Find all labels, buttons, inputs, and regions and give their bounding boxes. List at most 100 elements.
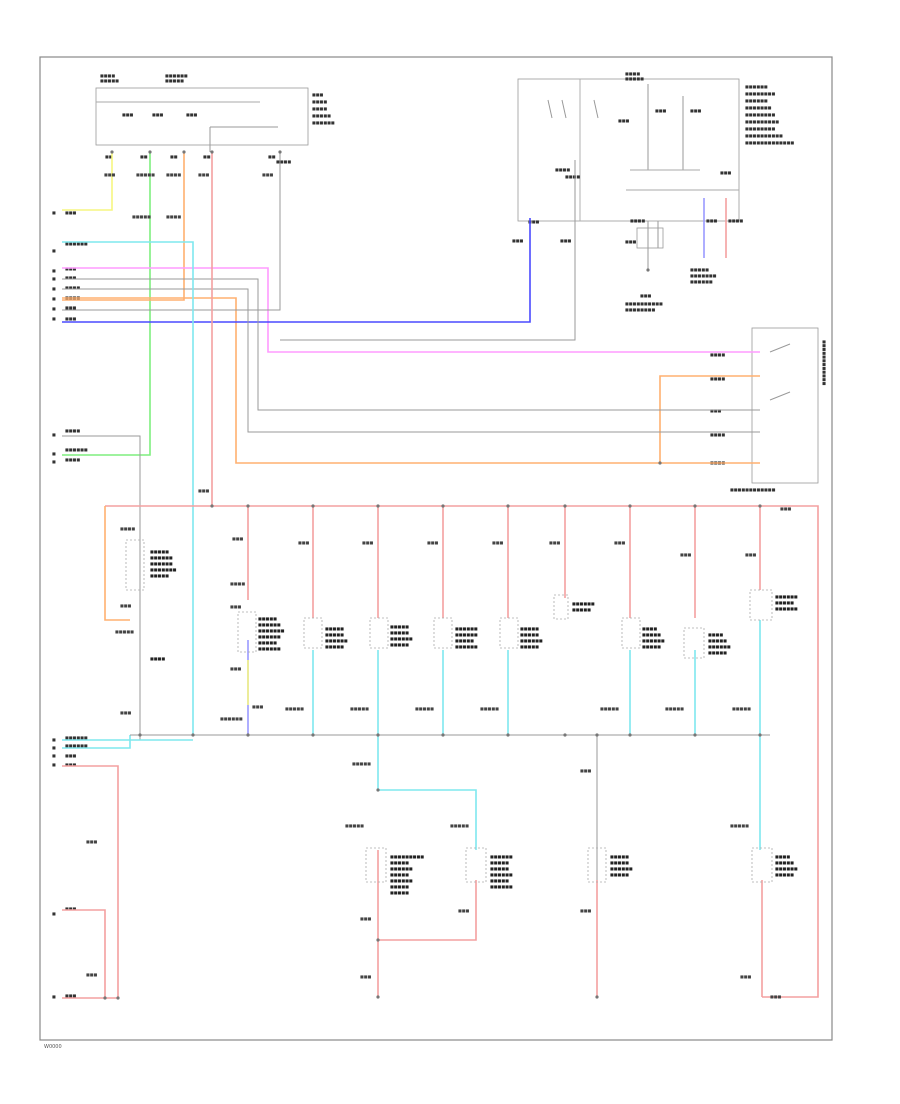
svg-text:■■■■: ■■■■ [65,457,80,462]
svg-text:■■■■■■■■■■■■: ■■■■■■■■■■■■ [730,487,776,492]
svg-text:■■■■: ■■■■ [166,214,181,219]
svg-text:■■■: ■■■ [65,906,77,911]
svg-text:■■■: ■■■ [65,305,77,310]
svg-text:■■■: ■■■ [549,540,561,545]
svg-text:■■■■■■: ■■■■■■ [490,872,513,877]
svg-text:■■■■■: ■■■■■ [732,706,751,711]
svg-text:■■■■■: ■■■■■ [610,872,629,877]
wire-green [62,152,151,456]
svg-text:■: ■ [52,210,56,215]
svg-text:■■■■■: ■■■■■ [350,706,369,711]
fuse-block-top-left: ■■■■■■■■■ ■■■■■■■■■■■ ■■■■■■ ■■■ ■■■■■■■… [95,73,335,164]
svg-text:■■■: ■■■ [86,972,98,977]
svg-text:■■■: ■■■ [65,275,77,280]
svg-text:■■■: ■■■ [492,540,504,545]
svg-text:■■■■: ■■■■ [630,218,645,223]
svg-text:■■■■■: ■■■■■ [345,823,364,828]
svg-text:■■■■■: ■■■■■ [572,607,591,612]
svg-text:■■: ■■ [170,154,178,159]
svg-text:■■■■: ■■■■ [710,376,725,381]
svg-text:■■■■■: ■■■■■ [708,650,727,655]
svg-text:■■: ■■ [140,154,148,159]
svg-text:■: ■ [52,911,56,916]
svg-text:■■■■■: ■■■■■ [690,267,709,272]
svg-text:■■■: ■■■ [198,172,210,177]
svg-text:■■■■■: ■■■■■ [285,706,304,711]
svg-text:■■■■■: ■■■■■ [165,78,184,83]
svg-text:■■■: ■■■ [120,603,132,608]
svg-text:■: ■ [52,459,56,464]
svg-text:■■■: ■■■ [680,552,692,557]
svg-text:■■■■: ■■■■ [230,581,245,586]
svg-text:■■■■■: ■■■■■ [490,860,509,865]
svg-text:■■: ■■ [203,154,211,159]
svg-text:■■■■■: ■■■■■ [642,632,661,637]
svg-text:■■■: ■■■ [65,993,77,998]
svg-text:■■■■■: ■■■■■ [775,872,794,877]
svg-text:■■■■■: ■■■■■ [100,78,119,83]
svg-text:■: ■ [52,753,56,758]
svg-text:■■■: ■■■ [580,908,592,913]
svg-text:■■■■■: ■■■■■ [150,549,169,554]
svg-text:■■■: ■■■ [528,219,540,224]
svg-text:■■■■■: ■■■■■ [352,761,371,766]
svg-text:■■■■: ■■■■ [642,626,657,631]
svg-text:■■■■■: ■■■■■ [775,600,794,605]
svg-text:■■■: ■■■ [640,293,652,298]
svg-text:■■■■■: ■■■■■ [115,629,134,634]
svg-text:■■■■■■: ■■■■■■ [572,601,595,606]
red-returns [377,850,763,997]
svg-text:■: ■ [52,994,56,999]
svg-text:■■■■: ■■■■ [775,854,790,859]
wire-lightblue-main [62,241,194,735]
svg-text:■■■: ■■■ [560,238,572,243]
left-connector-labels: ■■■■ ■■■■■■■ ■■■■ ■■■■ ■■■■■ ■■■■■ ■■■■ … [52,210,88,999]
svg-text:■■■■■■■: ■■■■■■■ [258,628,285,633]
svg-text:■■■■■: ■■■■■ [520,644,539,649]
svg-text:■■■■■■: ■■■■■■ [745,84,768,89]
wire-orange-left [104,506,130,621]
svg-text:■■■■■: ■■■■■ [600,706,619,711]
svg-text:■■■■: ■■■■ [65,285,80,290]
svg-text:■■■■■: ■■■■■ [258,640,277,645]
svg-text:■■■: ■■■ [512,238,524,243]
svg-text:■■■■■: ■■■■■ [665,706,684,711]
wire-labels: ■■■■■■■■ ■■■■■■■ ■■■ ■■■■■■■■■ ■■■ ■■■■■… [86,172,792,999]
svg-text:■■■: ■■■ [230,604,242,609]
junction-dots [103,150,762,1000]
wire-orange-2 [62,297,760,464]
svg-text:■■■■■: ■■■■■ [455,638,474,643]
svg-text:■■■■■: ■■■■■ [520,632,539,637]
svg-text:■: ■ [52,286,56,291]
svg-text:■■■■: ■■■■ [150,656,165,661]
svg-text:■■■■■■: ■■■■■■ [258,634,281,639]
svg-text:■■■: ■■■ [252,704,264,709]
svg-text:■■■■■■: ■■■■■■ [390,878,413,883]
svg-text:■: ■ [52,451,56,456]
svg-text:■■■: ■■■ [122,112,134,117]
svg-text:■■■■■: ■■■■■ [730,823,749,828]
svg-text:■■■■■■■■■■: ■■■■■■■■■■ [625,301,663,306]
footer-code: W0000 [44,1044,62,1050]
svg-text:■■■■■: ■■■■■ [132,214,151,219]
svg-text:■■■: ■■■ [232,536,244,541]
svg-text:■■■: ■■■ [770,994,782,999]
svg-text:■■■: ■■■ [65,316,77,321]
wire-gray-2 [280,160,576,341]
svg-text:■■: ■■ [268,154,276,159]
svg-text:■■■■■■: ■■■■■■ [455,626,478,631]
svg-text:■: ■ [52,248,56,253]
svg-text:■■■■■: ■■■■■ [490,866,509,871]
svg-text:■■■: ■■■ [120,710,132,715]
svg-text:■■■■■: ■■■■■ [520,626,539,631]
svg-text:■■■■■: ■■■■■ [325,626,344,631]
svg-text:■■■■■■■■■: ■■■■■■■■■ [390,854,424,859]
svg-text:■■■■■■: ■■■■■■ [775,606,798,611]
svg-text:■■■■■■■■: ■■■■■■■■ [745,91,775,96]
svg-text:■■■: ■■■ [740,974,752,979]
wire-gray-4 [62,288,760,433]
wire-blue [62,218,531,323]
svg-text:■■■■■: ■■■■■ [390,630,409,635]
svg-text:■■■■■: ■■■■■ [312,113,331,118]
